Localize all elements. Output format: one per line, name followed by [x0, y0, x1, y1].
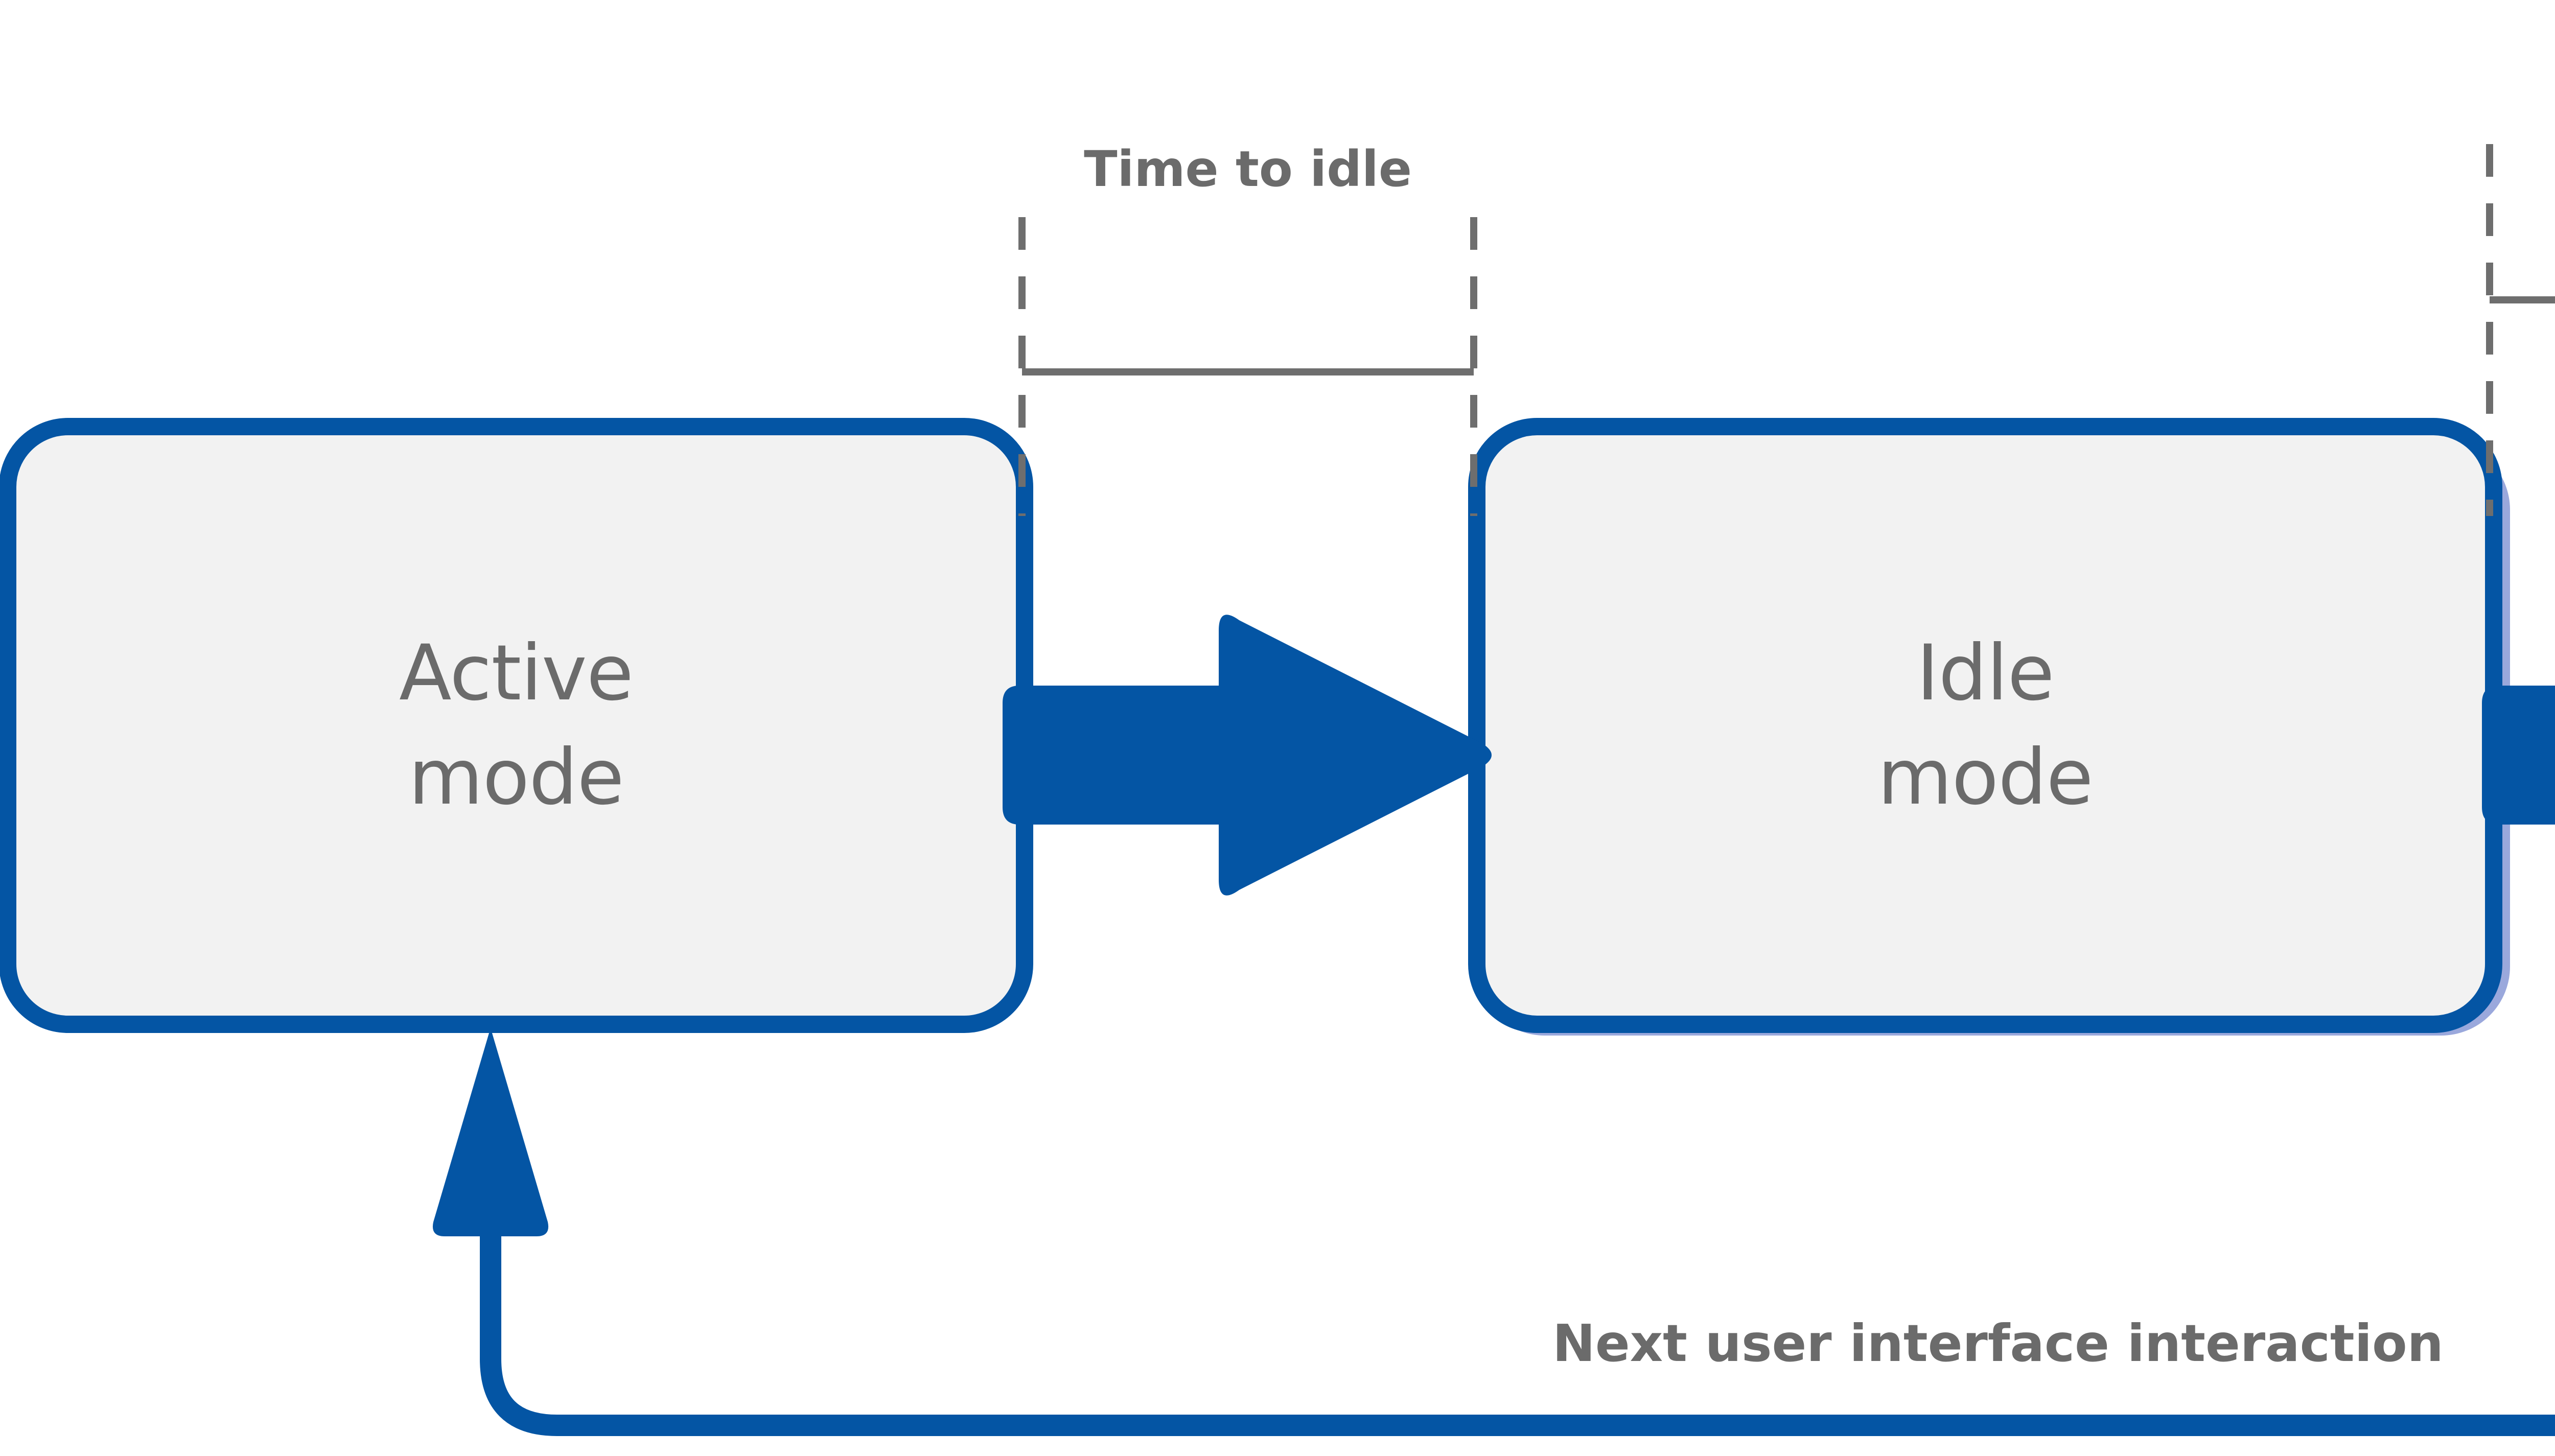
arrow-idle-to-standby	[2482, 686, 2555, 825]
block-arrow-right-icon-2	[2482, 686, 2555, 825]
time-to-standby-label-line-1: Time to	[2490, 0, 2555, 60]
idle-node-box[interactable]	[1468, 418, 2502, 1033]
time-to-standby-label-line-2: standby	[2490, 60, 2555, 125]
dimension-time-to-standby	[2486, 144, 2555, 516]
active-node-box[interactable]	[0, 418, 1033, 1033]
node-idle-mode[interactable]	[1468, 418, 2502, 1033]
return-edge-path	[480, 1216, 2555, 1436]
node-active-mode[interactable]	[0, 418, 1033, 1033]
block-arrow-right-icon	[1003, 615, 1492, 896]
return-edge-arrowhead-icon	[432, 1028, 549, 1236]
return-edge-label: Next user interface interaction	[1552, 1313, 2444, 1373]
time-to-standby-label: Time to standby	[2490, 0, 2555, 124]
arrow-active-to-idle	[1003, 615, 1492, 896]
time-to-idle-label-line-1: Time to idle	[1084, 140, 1412, 198]
dimension-time-to-idle	[1018, 217, 1477, 516]
return-edge-standby-to-active	[432, 1028, 2555, 1436]
time-to-idle-label: Time to idle	[1022, 137, 1474, 202]
